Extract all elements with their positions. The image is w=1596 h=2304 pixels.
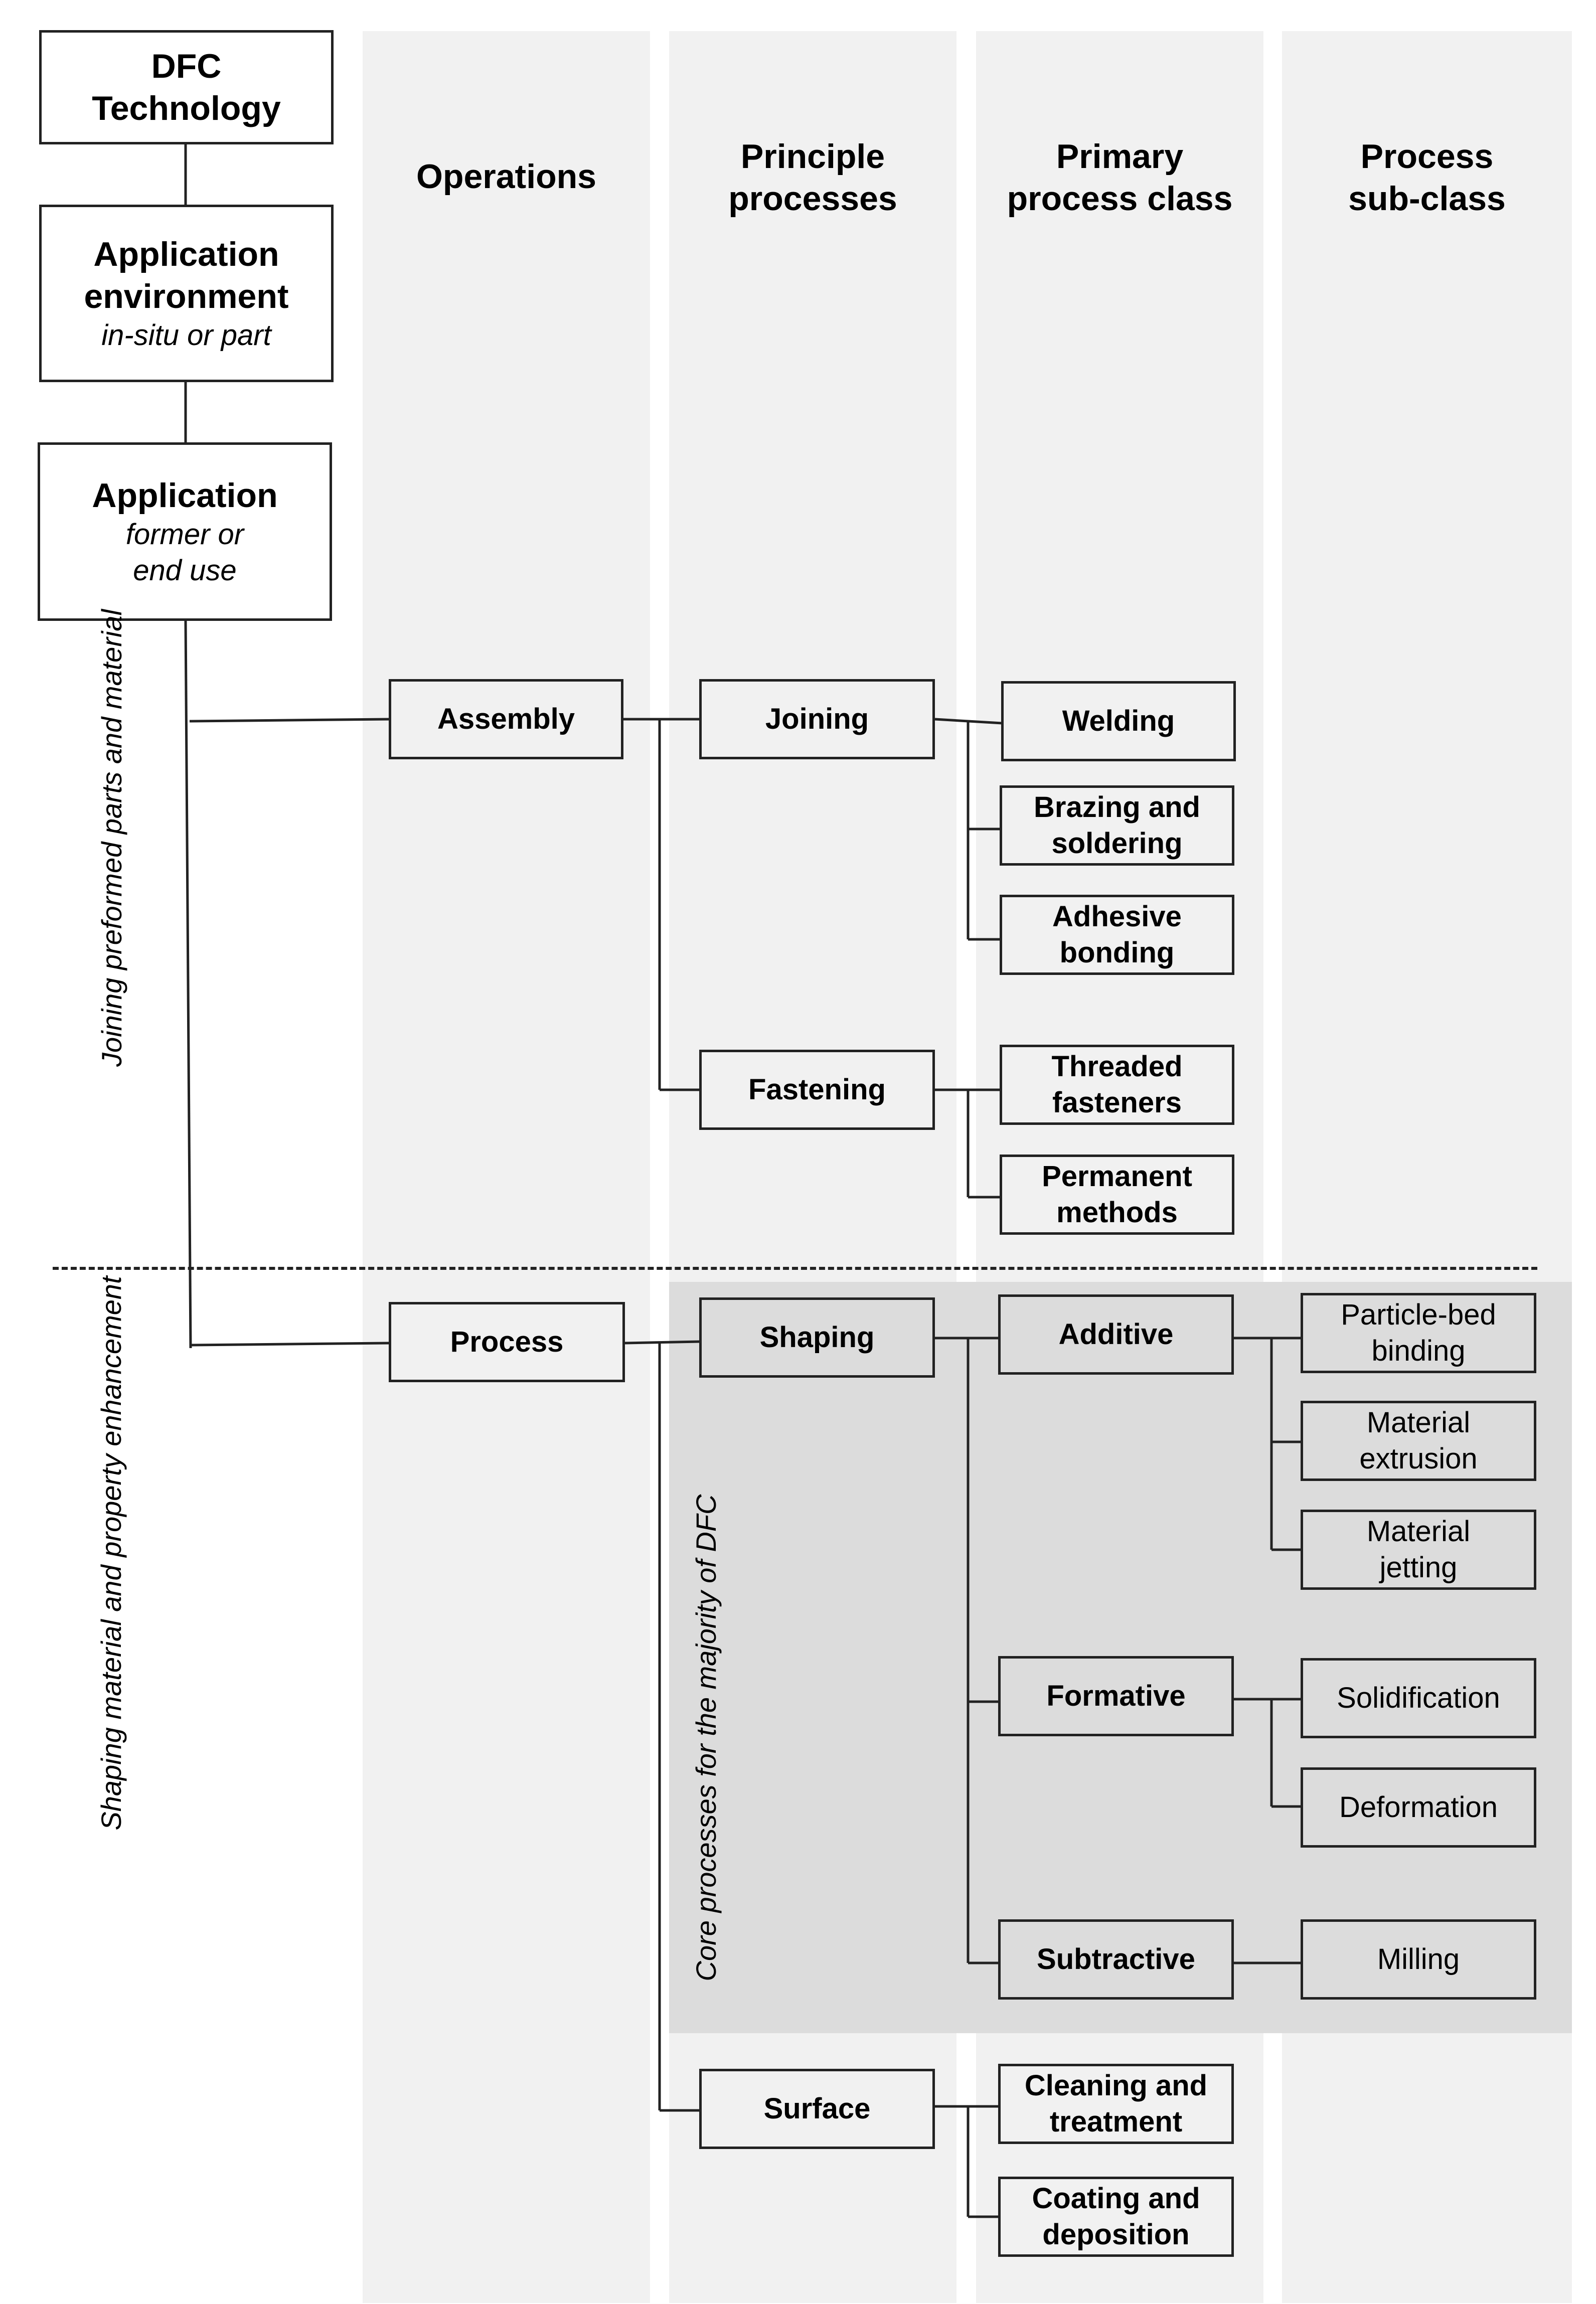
operations-header: Operations [416,157,596,196]
application-box: Application former or end use [38,442,332,621]
material-jetting-label: Material jetting [1366,1515,1471,1584]
threaded-fasteners-label: Threaded fasteners [1051,1050,1183,1119]
cleaning-treatment-label: Cleaning and treatment [1024,2069,1208,2138]
welding-box: Welding [1001,681,1236,761]
lower-section-label: Shaping material and property enhancemen… [95,1276,127,1831]
coating-deposition-label: Coating and deposition [1032,2182,1200,2251]
material-extrusion-label: Material extrusion [1359,1406,1478,1475]
coating-deposition-box: Coating and deposition [998,2177,1234,2257]
operations-column [363,31,650,2303]
brazing-soldering-label: Brazing and soldering [1034,791,1200,860]
subtractive-box: Subtractive [998,1919,1234,2000]
surface-box: Surface [699,2069,935,2149]
adhesive-bonding-box: Adhesive bonding [1000,895,1234,975]
deformation-label: Deformation [1339,1791,1498,1824]
section-divider [53,1267,1537,1270]
surface-label: Surface [763,2092,871,2125]
joining-box: Joining [699,679,935,759]
application-environment-subtitle: in-situ or part [101,319,271,352]
application-title: Application [92,476,278,515]
formative-box: Formative [998,1656,1234,1736]
formative-label: Formative [1046,1680,1186,1712]
particle-bed-binding-label: Particle-bed binding [1341,1298,1496,1367]
additive-box: Additive [998,1294,1234,1375]
particle-bed-binding-box: Particle-bed binding [1301,1293,1536,1373]
fastening-box: Fastening [699,1050,935,1130]
solidification-label: Solidification [1337,1682,1500,1714]
adhesive-bonding-label: Adhesive bonding [1052,900,1182,969]
dfc-technology-box: DFC Technology [39,30,334,144]
material-extrusion-box: Material extrusion [1301,1401,1536,1481]
assembly-label: Assembly [437,703,575,735]
milling-box: Milling [1301,1919,1536,2000]
core-processes-label: Core processes for the majority of DFC [690,1494,722,1982]
dfc-technology-label: DFC Technology [92,47,281,127]
process-box: Process [389,1302,625,1382]
subtractive-label: Subtractive [1037,1943,1195,1976]
material-jetting-box: Material jetting [1301,1510,1536,1590]
primary-process-class-header: Primary process class [1007,137,1233,218]
shaping-box: Shaping [699,1297,935,1378]
upper-section-label: Joining preformed parts and material [96,609,127,1067]
welding-label: Welding [1062,705,1175,737]
permanent-methods-box: Permanent methods [1000,1155,1234,1235]
cleaning-treatment-box: Cleaning and treatment [998,2064,1234,2144]
process-sub-class-header: Process sub-class [1348,137,1506,218]
additive-label: Additive [1058,1318,1174,1351]
fastening-label: Fastening [748,1073,886,1106]
threaded-fasteners-box: Threaded fasteners [1000,1045,1234,1125]
application-environment-box: Application environment in-situ or part [39,205,334,382]
joining-label: Joining [765,703,869,735]
deformation-box: Deformation [1301,1767,1536,1848]
principle-processes-header: Principle processes [728,137,897,218]
milling-label: Milling [1377,1943,1460,1976]
shaping-label: Shaping [759,1321,875,1354]
application-subtitle: former or end use [125,518,244,587]
permanent-methods-label: Permanent methods [1042,1160,1192,1229]
solidification-box: Solidification [1301,1658,1536,1738]
assembly-box: Assembly [389,679,623,759]
brazing-soldering-box: Brazing and soldering [1000,785,1234,866]
application-environment-title: Application environment [84,235,289,315]
process-label: Process [450,1326,564,1358]
